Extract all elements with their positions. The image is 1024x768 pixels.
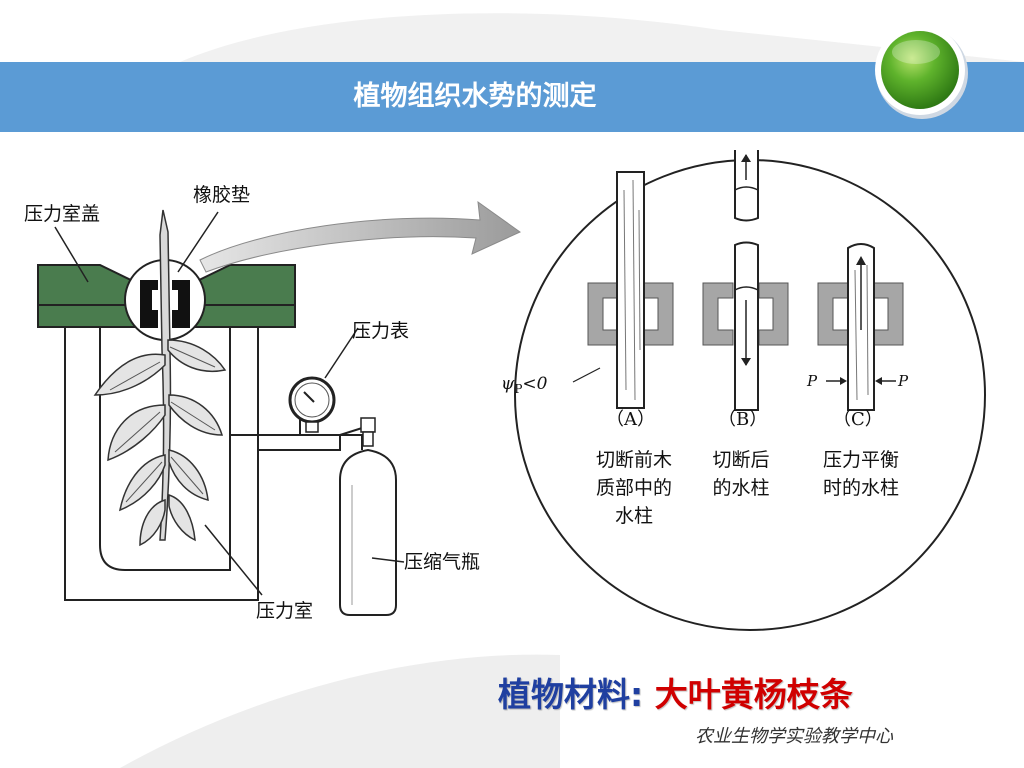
plant-material-line: 植物材料: 大叶黄杨枝条: [498, 668, 853, 716]
panel-tag-c: （C）: [833, 409, 883, 430]
chamber-lid: [37, 264, 136, 309]
material-label: 植物材料:: [498, 675, 644, 714]
gas-cylinder: [339, 448, 397, 616]
pressure-label-right: P: [898, 372, 909, 390]
material-value: 大叶黄杨枝条: [654, 675, 853, 714]
panel-caption-b: 切断后 的水柱: [712, 449, 770, 499]
label-pressure-chamber: 压力室: [256, 600, 314, 622]
xylem-column-b-top: [734, 150, 759, 222]
label-pressure-gauge: 压力表: [352, 320, 410, 342]
psi-label: ψP<0: [501, 374, 548, 396]
green-orb-icon: [875, 25, 968, 119]
panel-tag-b: （B）: [718, 409, 768, 430]
panel-tag-a: （A）: [606, 409, 655, 430]
label-gas-cylinder: 压缩气瓶: [404, 551, 481, 573]
label-chamber-lid: 压力室盖: [24, 203, 101, 225]
pressure-chamber-diagram: [37, 150, 986, 631]
slide-title: 植物组织水势的测定: [353, 81, 597, 112]
panel-caption-c: 压力平衡 时的水柱: [822, 449, 899, 499]
collar-b: [702, 282, 734, 346]
pressure-chamber-body: [99, 308, 231, 571]
footer-org: 农业生物学实验教学中心: [695, 726, 893, 747]
magnify-arrow: [199, 200, 521, 273]
label-rubber-gasket: 橡胶垫: [193, 184, 251, 206]
panel-caption-a: 切断前木 质部中的 水柱: [595, 449, 672, 527]
pressure-label-left: P: [807, 372, 818, 390]
title-bar: [0, 62, 1024, 132]
plant-stem: [159, 209, 172, 541]
